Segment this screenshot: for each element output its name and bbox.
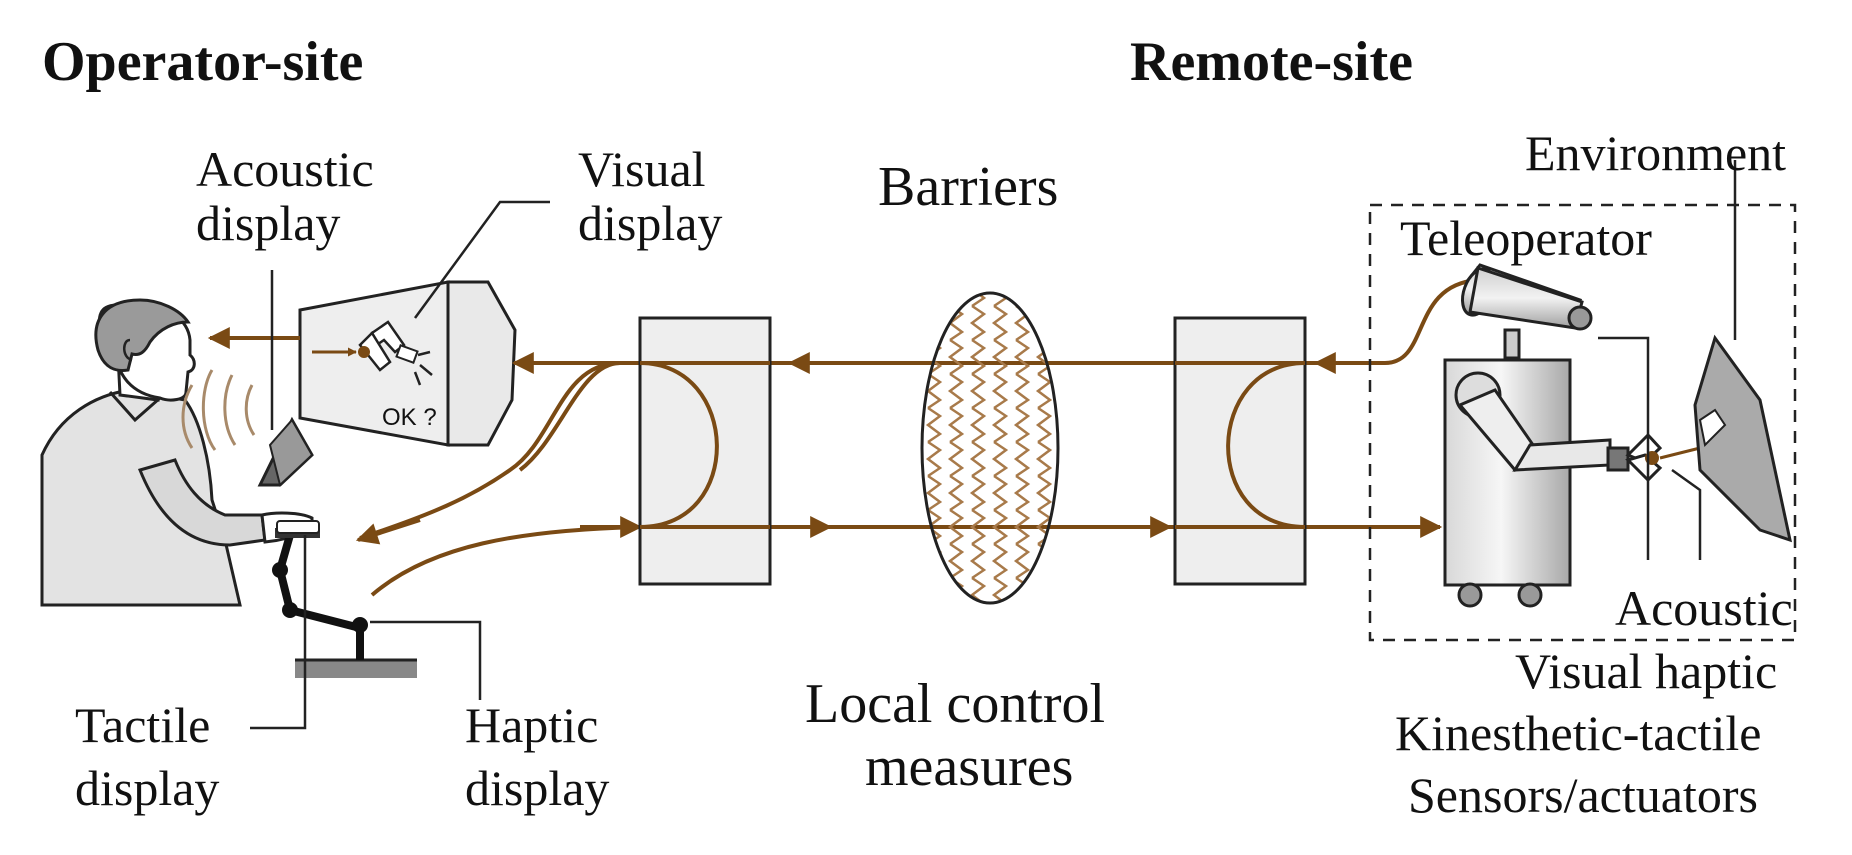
acoustic-display-label-1: Acoustic	[196, 141, 374, 197]
operator-control-box	[638, 316, 772, 586]
leader-lines	[250, 160, 1737, 730]
environment-object	[1693, 334, 1793, 543]
sound-waves	[181, 369, 256, 451]
visual-display-label-2: display	[578, 195, 722, 251]
teleoperator-label: Teleoperator	[1400, 210, 1652, 266]
speaker-icon	[257, 416, 314, 487]
tactile-display-icon	[276, 520, 320, 534]
haptic-display-label-1: Haptic	[465, 697, 598, 753]
haptic-device	[272, 528, 417, 678]
remote-sensors-label: Sensors/actuators	[1408, 767, 1758, 823]
tactile-display-label-1: Tactile	[75, 697, 210, 753]
teleoperator-boundary	[1368, 203, 1797, 642]
tactile-display-label-2: display	[75, 760, 219, 816]
remote-visual-haptic-label: Visual haptic	[1515, 643, 1777, 699]
remote-acoustic-label: Acoustic	[1615, 580, 1793, 636]
acoustic-display-label-2: display	[196, 195, 340, 251]
teleoperator-robot	[1443, 263, 1701, 608]
signal-paths	[355, 278, 1479, 597]
box-loops	[518, 361, 1306, 529]
teleoperator-control-box	[1173, 316, 1307, 586]
screen-ok-text: OK ?	[382, 404, 437, 431]
local-control-label-1: Local control	[805, 673, 1105, 735]
operator-site-heading: Operator-site	[42, 31, 363, 93]
local-control-label-2: measures	[865, 736, 1073, 798]
remote-kinesthetic-label: Kinesthetic-tactile	[1395, 705, 1762, 761]
barriers-label: Barriers	[878, 156, 1058, 218]
haptic-display-label-2: display	[465, 760, 609, 816]
environment-notch	[1698, 408, 1727, 448]
barrier-ellipse	[920, 291, 1060, 605]
remote-site-heading: Remote-site	[1130, 31, 1413, 93]
gripper-on-screen-icon	[312, 320, 433, 386]
environment-label: Environment	[1525, 125, 1786, 181]
visual-display-monitor: OK ?	[298, 280, 517, 447]
visual-display-label-1: Visual	[578, 141, 706, 197]
